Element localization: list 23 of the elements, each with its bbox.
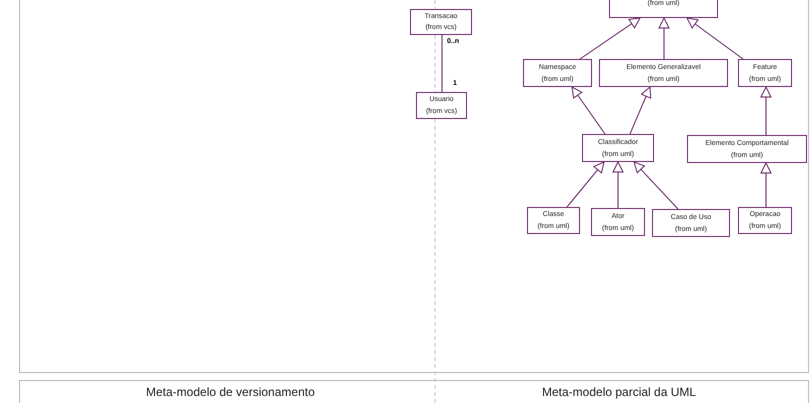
generalization-arrow (612, 162, 624, 208)
class-box (599, 59, 728, 87)
class-box (582, 134, 654, 162)
generalization-arrow (630, 86, 652, 134)
class-box (687, 135, 807, 163)
class-box (523, 59, 592, 87)
class-box (738, 207, 792, 234)
panel-caption: Meta-modelo de versionamento (146, 385, 315, 399)
class-box (738, 59, 792, 87)
class-box (591, 208, 645, 236)
class-box (416, 92, 467, 119)
generalization-arrow (572, 86, 606, 134)
panel-caption: Meta-modelo parcial da UML (542, 385, 696, 399)
generalization-arrow (686, 18, 744, 60)
generalization-arrow (658, 18, 670, 60)
generalization-arrow (760, 86, 772, 136)
generalization-arrow (760, 162, 772, 208)
generalization-arrow (566, 162, 604, 208)
generalization-arrow (580, 18, 640, 60)
class-box (527, 207, 580, 234)
class-box (652, 209, 730, 237)
generalization-arrow (634, 162, 678, 210)
class-box (410, 9, 472, 35)
